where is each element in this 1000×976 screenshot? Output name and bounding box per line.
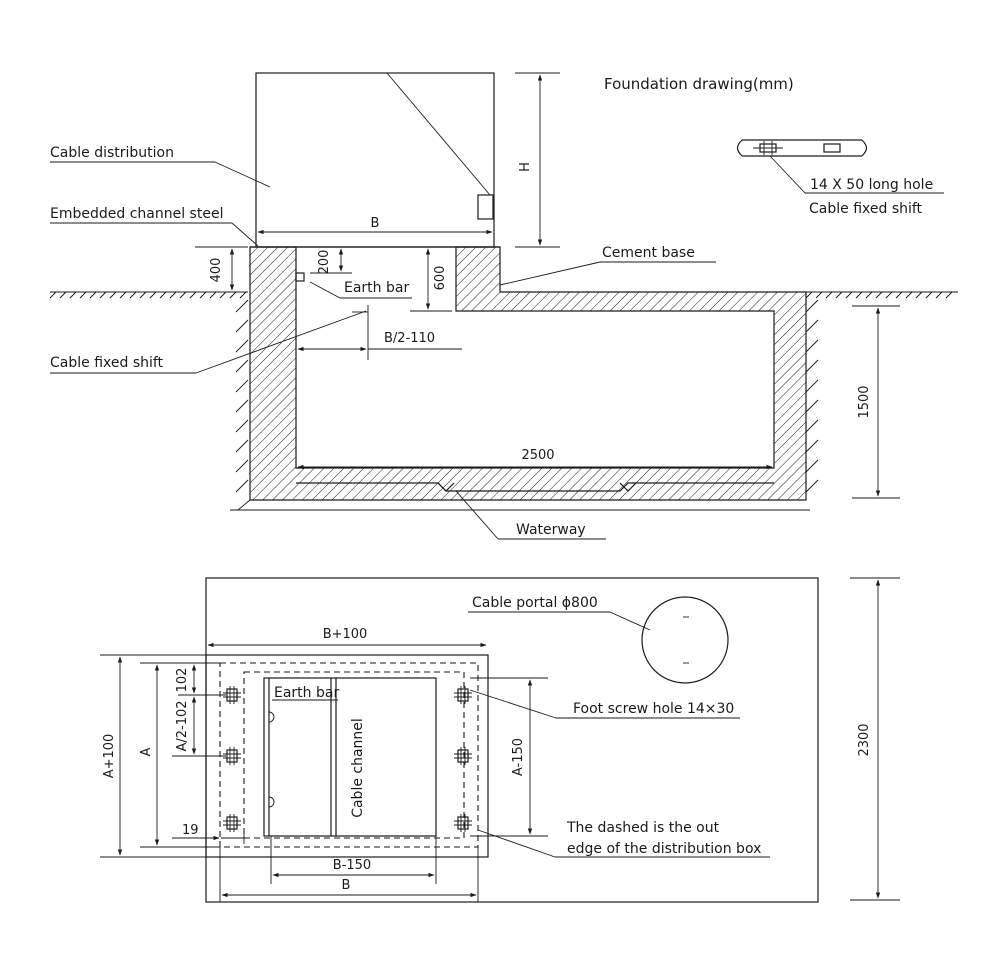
dim-H: H xyxy=(515,72,560,248)
dim-1500: 1500 xyxy=(852,305,900,499)
slot-mark xyxy=(823,143,841,153)
svg-text:A/2-102: A/2-102 xyxy=(175,700,190,751)
svg-text:Cable distribution: Cable distribution xyxy=(50,145,174,161)
waterway-channel xyxy=(296,482,774,492)
dim-200: 200 xyxy=(310,248,352,275)
dim-b-plus-100: B+100 xyxy=(207,627,487,648)
label-cable-distribution: Cable distribution xyxy=(50,145,271,188)
dim-19: 19 xyxy=(172,823,245,844)
drawing-title: Foundation drawing(mm) xyxy=(604,75,794,93)
cable-channel-area xyxy=(263,677,437,837)
svg-text:B-150: B-150 xyxy=(333,858,371,873)
dim-b-minus-150: B-150 xyxy=(270,836,437,884)
dim-b-half: B/2-110 xyxy=(297,331,462,352)
screw-hole xyxy=(454,686,472,704)
dim-a: A xyxy=(139,664,160,846)
screw-hole xyxy=(454,814,472,832)
svg-text:edge of the distribution box: edge of the distribution box xyxy=(567,841,761,857)
label-plan-earth-bar: Earth bar xyxy=(274,685,339,701)
svg-text:H: H xyxy=(518,162,533,172)
svg-text:Waterway: Waterway xyxy=(516,522,586,538)
label-embedded-channel-steel: Embedded channel steel xyxy=(50,206,259,247)
dim-b-bottom: B xyxy=(219,847,479,902)
svg-text:Embedded channel steel: Embedded channel steel xyxy=(50,206,223,222)
svg-text:Earth bar: Earth bar xyxy=(344,280,409,296)
svg-text:A: A xyxy=(139,747,154,756)
svg-text:A+100: A+100 xyxy=(102,734,117,779)
svg-text:400: 400 xyxy=(209,258,224,283)
svg-text:102: 102 xyxy=(175,668,190,693)
label-cable-portal: Cable portal ϕ800 xyxy=(472,595,598,611)
svg-text:B: B xyxy=(342,878,351,893)
svg-text:19: 19 xyxy=(182,823,199,838)
svg-text:600: 600 xyxy=(433,266,448,291)
screw-hole xyxy=(223,686,241,704)
label-cable-channel: Cable channel xyxy=(350,718,366,818)
plan-view: Earth bar Cable channel xyxy=(100,577,900,903)
cable-portal: Cable portal ϕ800 xyxy=(468,595,729,684)
screw-hole xyxy=(223,814,241,832)
dim-2300: 2300 xyxy=(850,577,900,901)
svg-text:B+100: B+100 xyxy=(323,627,368,642)
svg-text:200: 200 xyxy=(317,250,332,275)
label-earth-bar: Earth bar xyxy=(309,280,412,299)
label-dashed-note: The dashed is the out edge of the distri… xyxy=(477,820,770,858)
opening-outline xyxy=(205,654,489,858)
label-cement-base: Cement base xyxy=(499,245,716,286)
dim-left-extensions xyxy=(100,654,226,858)
dim-600: 600 xyxy=(410,248,452,312)
dim-2500: 2500 xyxy=(297,448,773,470)
svg-text:B: B xyxy=(371,216,380,231)
box-outline-dashed-inner xyxy=(243,671,465,839)
svg-text:Cement base: Cement base xyxy=(602,245,695,261)
dim-a-half: A/2-102 xyxy=(175,696,197,755)
label-waterway: Waterway xyxy=(455,490,606,540)
dim-102: 102 xyxy=(175,664,197,694)
screw-hole xyxy=(454,747,472,765)
detail-view: 14 X 50 long hole Cable fixed shift xyxy=(736,139,944,217)
concrete-pit xyxy=(249,246,807,501)
label-long-hole: 14 X 50 long hole xyxy=(810,177,933,193)
svg-text:A-150: A-150 xyxy=(511,738,526,776)
dim-a-plus-100: A+100 xyxy=(102,656,123,856)
dim-400: 400 xyxy=(195,246,248,293)
dim-a-minus-150: A-150 xyxy=(470,677,548,837)
foot-screw-holes xyxy=(223,686,472,832)
label-cable-fixed-shift: Cable fixed shift xyxy=(50,310,367,374)
svg-text:Cable fixed shift: Cable fixed shift xyxy=(50,355,164,371)
ground-ticks-right xyxy=(805,291,953,493)
box-outline-dashed-outer xyxy=(219,662,479,848)
ground-ticks-left xyxy=(49,291,251,511)
svg-text:B/2-110: B/2-110 xyxy=(384,331,435,346)
long-hole-mark xyxy=(753,141,783,155)
dim-B-top: B xyxy=(257,216,493,235)
svg-text:Foot screw hole 14×30: Foot screw hole 14×30 xyxy=(573,701,734,717)
channel-steel-section xyxy=(736,139,868,157)
earth-bar-marker xyxy=(295,272,305,282)
section-view: H B 400 200 600 B/2- xyxy=(49,72,958,540)
svg-text:The dashed is the out: The dashed is the out xyxy=(566,820,720,836)
svg-text:1500: 1500 xyxy=(857,385,872,418)
svg-text:2300: 2300 xyxy=(857,723,872,756)
label-foot-screw-hole: Foot screw hole 14×30 xyxy=(469,689,740,719)
svg-text:2500: 2500 xyxy=(521,448,554,463)
label-detail-cable-fixed-shift: Cable fixed shift xyxy=(809,201,923,217)
screw-hole xyxy=(223,747,241,765)
